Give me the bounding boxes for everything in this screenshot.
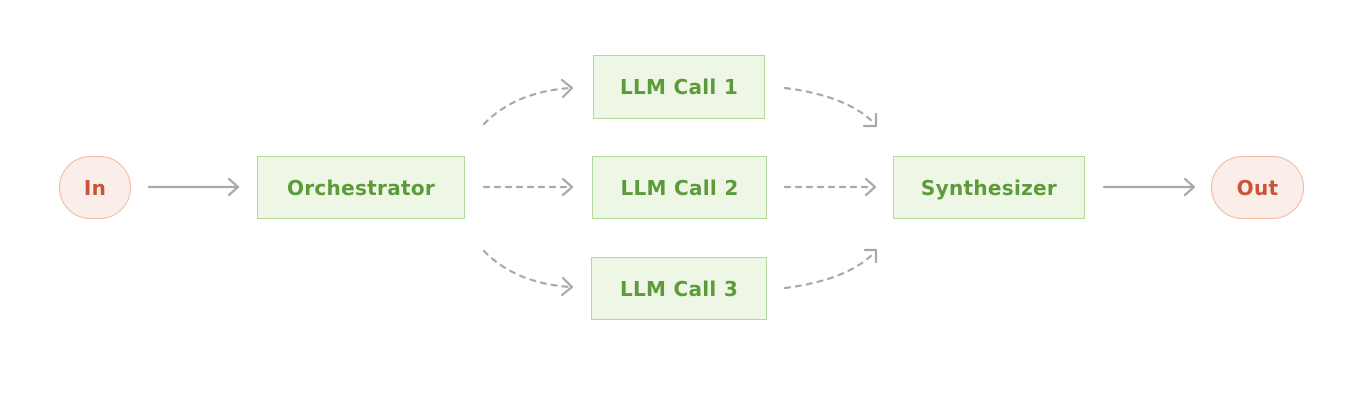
llm-call-1-node-label: LLM Call 1 [619,75,739,99]
synthesizer-node-label: Synthesizer [920,175,1058,200]
edge-llm-call-2-to-synthesizer [783,177,877,197]
llm-call-3-node: LLM Call 3 [591,257,767,320]
llm-call-3-node-label: LLM Call 3 [619,276,739,301]
llm-call-2-node: LLM Call 2 [592,156,767,219]
llm-call-2-node-label: LLM Call 2 [620,175,739,200]
llm-call-1-node: LLM Call 1 [593,55,765,119]
edge-orchestrator-to-llm-call-1 [482,78,574,126]
input-node-label: In [83,175,107,200]
output-node: Out [1211,156,1304,219]
synthesizer-node: Synthesizer [893,156,1085,219]
orchestrator-node: Orchestrator [257,156,465,219]
input-node: In [59,156,131,219]
edge-synthesizer-to-output [1102,177,1196,197]
output-node-label: Out [1236,175,1279,200]
edge-llm-call-3-to-synthesizer [783,248,878,290]
edge-llm-call-1-to-synthesizer [783,86,878,128]
edge-input-to-orchestrator [147,177,240,197]
edge-orchestrator-to-llm-call-2 [482,177,574,197]
orchestrator-node-label: Orchestrator [286,175,436,200]
edge-orchestrator-to-llm-call-3 [482,249,574,297]
